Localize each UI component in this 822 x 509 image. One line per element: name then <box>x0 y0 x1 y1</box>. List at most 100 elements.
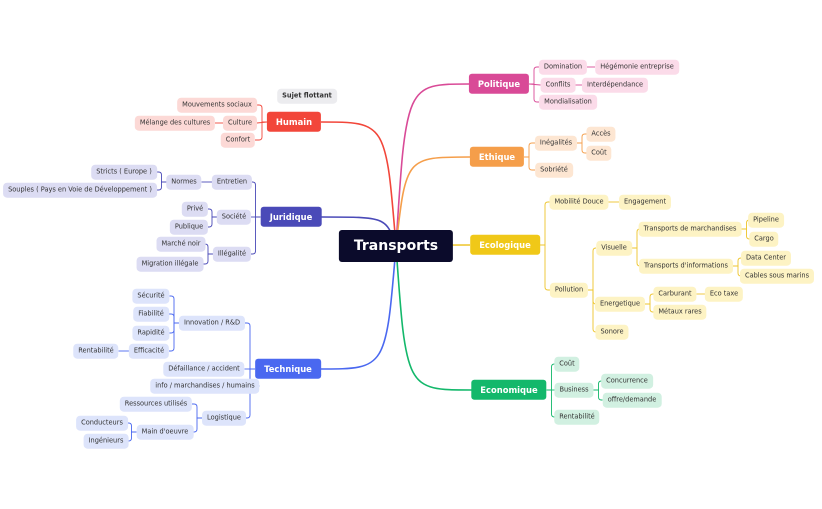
node-culture[interactable]: Culture <box>222 115 258 131</box>
node-souples-pays-en-voie-de-developpement[interactable]: Souples ( Pays en Voie de Développement … <box>3 182 157 198</box>
link-root-humain <box>320 121 397 247</box>
branch-ecologique[interactable]: Ecologique <box>470 234 540 256</box>
link-juridique-9 <box>203 253 213 265</box>
node-societe[interactable]: Société <box>216 209 252 225</box>
node-hegemonie-entreprise[interactable]: Hégémonie entreprise <box>595 59 679 75</box>
link-ecologique-0 <box>540 201 550 246</box>
link-ethique-1 <box>577 133 587 144</box>
node-energetique[interactable]: Energetique <box>594 296 646 312</box>
node-cargo[interactable]: Cargo <box>749 231 779 247</box>
node-visuelle[interactable]: Visuelle <box>596 240 632 256</box>
branch-technique[interactable]: Technique <box>255 358 321 380</box>
node-securite[interactable]: Sécurité <box>132 288 170 304</box>
link-humain-0 <box>257 104 267 123</box>
node-main-d-oeuvre[interactable]: Main d'oeuvre <box>136 424 194 440</box>
node-efficacite[interactable]: Efficacité <box>128 343 170 359</box>
link-technique-2 <box>169 313 179 324</box>
node-defaillance-accident[interactable]: Défaillance / accident <box>163 361 245 377</box>
link-politique-0 <box>529 66 539 85</box>
link-juridique-0 <box>252 181 261 218</box>
node-concurrence[interactable]: Concurrence <box>601 373 653 389</box>
node-rentabilite[interactable]: Rentabilité <box>554 409 600 425</box>
node-transports-de-marchandises[interactable]: Transports de marchandises <box>638 221 742 237</box>
node-illegalite[interactable]: Illégalité <box>212 246 252 262</box>
node-normes[interactable]: Normes <box>166 174 202 190</box>
node-stricts-europe[interactable]: Stricts ( Europe ) <box>91 164 157 180</box>
link-ecologique-6 <box>741 228 750 240</box>
branch-juridique[interactable]: Juridique <box>260 206 322 228</box>
node-migration-illegale[interactable]: Migration illégale <box>136 256 204 272</box>
link-ecologique-11 <box>645 293 654 305</box>
link-juridique-5 <box>208 208 217 218</box>
node-cout[interactable]: Coût <box>554 356 580 372</box>
link-economique-4 <box>546 389 555 418</box>
node-interdependance[interactable]: Interdépendance <box>581 77 649 93</box>
node-rentabilite[interactable]: Rentabilité <box>73 343 119 359</box>
branch-ethique[interactable]: Ethique <box>469 146 525 168</box>
node-sobriete[interactable]: Sobriété <box>535 162 573 178</box>
node-metaux-rares[interactable]: Métaux rares <box>653 304 707 320</box>
node-sonore[interactable]: Sonore <box>595 324 629 340</box>
node-engagement[interactable]: Engagement <box>618 194 672 210</box>
link-technique-12 <box>128 431 137 442</box>
link-economique-0 <box>546 363 555 391</box>
node-cout[interactable]: Coût <box>586 145 612 161</box>
link-juridique-7 <box>251 216 261 255</box>
link-politique-4 <box>529 83 539 103</box>
node-data-center[interactable]: Data Center <box>740 250 792 266</box>
node-publique[interactable]: Publique <box>169 219 209 235</box>
node-mondialisation[interactable]: Mondialisation <box>539 94 597 110</box>
node-cables-sous-marins[interactable]: Cables sous marins <box>739 268 815 284</box>
link-technique-9 <box>192 403 202 419</box>
central-topic[interactable]: Transports <box>338 230 454 262</box>
branch-economique[interactable]: Economique <box>471 379 547 401</box>
branch-humain[interactable]: Humain <box>266 111 322 133</box>
node-mouvements-sociaux[interactable]: Mouvements sociaux <box>177 97 257 113</box>
link-juridique-2 <box>157 171 167 183</box>
node-pipeline[interactable]: Pipeline <box>748 212 784 228</box>
link-juridique-3 <box>157 181 167 191</box>
link-ethique-3 <box>524 156 535 171</box>
link-technique-4 <box>169 322 179 352</box>
node-carburant[interactable]: Carburant <box>653 286 697 302</box>
node-conflits[interactable]: Conflits <box>540 77 576 93</box>
link-ethique-0 <box>524 142 535 158</box>
node-conducteurs[interactable]: Conducteurs <box>76 415 128 431</box>
node-fiabilite[interactable]: Fiabilité <box>133 306 169 322</box>
node-eco-taxe[interactable]: Eco taxe <box>704 286 744 302</box>
node-inegalites[interactable]: Inégalités <box>534 135 578 151</box>
node-entretien[interactable]: Entretien <box>211 174 253 190</box>
node-logistique[interactable]: Logistique <box>202 410 246 426</box>
link-ecologique-14 <box>588 289 597 333</box>
link-root-politique <box>395 83 470 247</box>
node-offre-demande[interactable]: offre/demande <box>602 392 662 408</box>
link-technique-8 <box>246 368 255 419</box>
node-transports-d-informations[interactable]: Transports d'informations <box>639 258 733 274</box>
link-technique-11 <box>128 422 137 433</box>
link-technique-10 <box>193 417 202 433</box>
node-rapidite[interactable]: Rapidité <box>132 325 170 341</box>
node-melange-des-cultures[interactable]: Mélange des cultures <box>134 115 216 131</box>
node-pollution[interactable]: Pollution <box>549 282 589 298</box>
link-root-technique <box>320 245 397 370</box>
link-ethique-2 <box>577 142 587 154</box>
node-info-marchandises-humains[interactable]: info / marchandises / humains <box>150 378 260 394</box>
node-ingenieurs[interactable]: Ingénieurs <box>83 433 129 449</box>
node-acces[interactable]: Accès <box>586 126 616 142</box>
node-marche-noir[interactable]: Marché noir <box>156 236 206 252</box>
link-ecologique-2 <box>540 244 550 291</box>
link-root-economique <box>395 245 472 391</box>
link-technique-0 <box>245 322 255 370</box>
floating-topic[interactable]: Sujet flottant <box>277 88 337 104</box>
link-economique-3 <box>593 389 603 401</box>
node-innovation-r-d[interactable]: Innovation / R&D <box>178 315 246 331</box>
node-domination[interactable]: Domination <box>538 59 588 75</box>
node-business[interactable]: Business <box>554 382 594 398</box>
branch-politique[interactable]: Politique <box>468 73 530 95</box>
link-ecologique-13 <box>645 303 654 313</box>
node-prive[interactable]: Privé <box>181 201 209 217</box>
node-ressources-utilises[interactable]: Ressources utilisés <box>119 396 193 412</box>
node-confort[interactable]: Confort <box>220 132 256 148</box>
node-mobilite-douce[interactable]: Mobilité Douce <box>549 194 609 210</box>
